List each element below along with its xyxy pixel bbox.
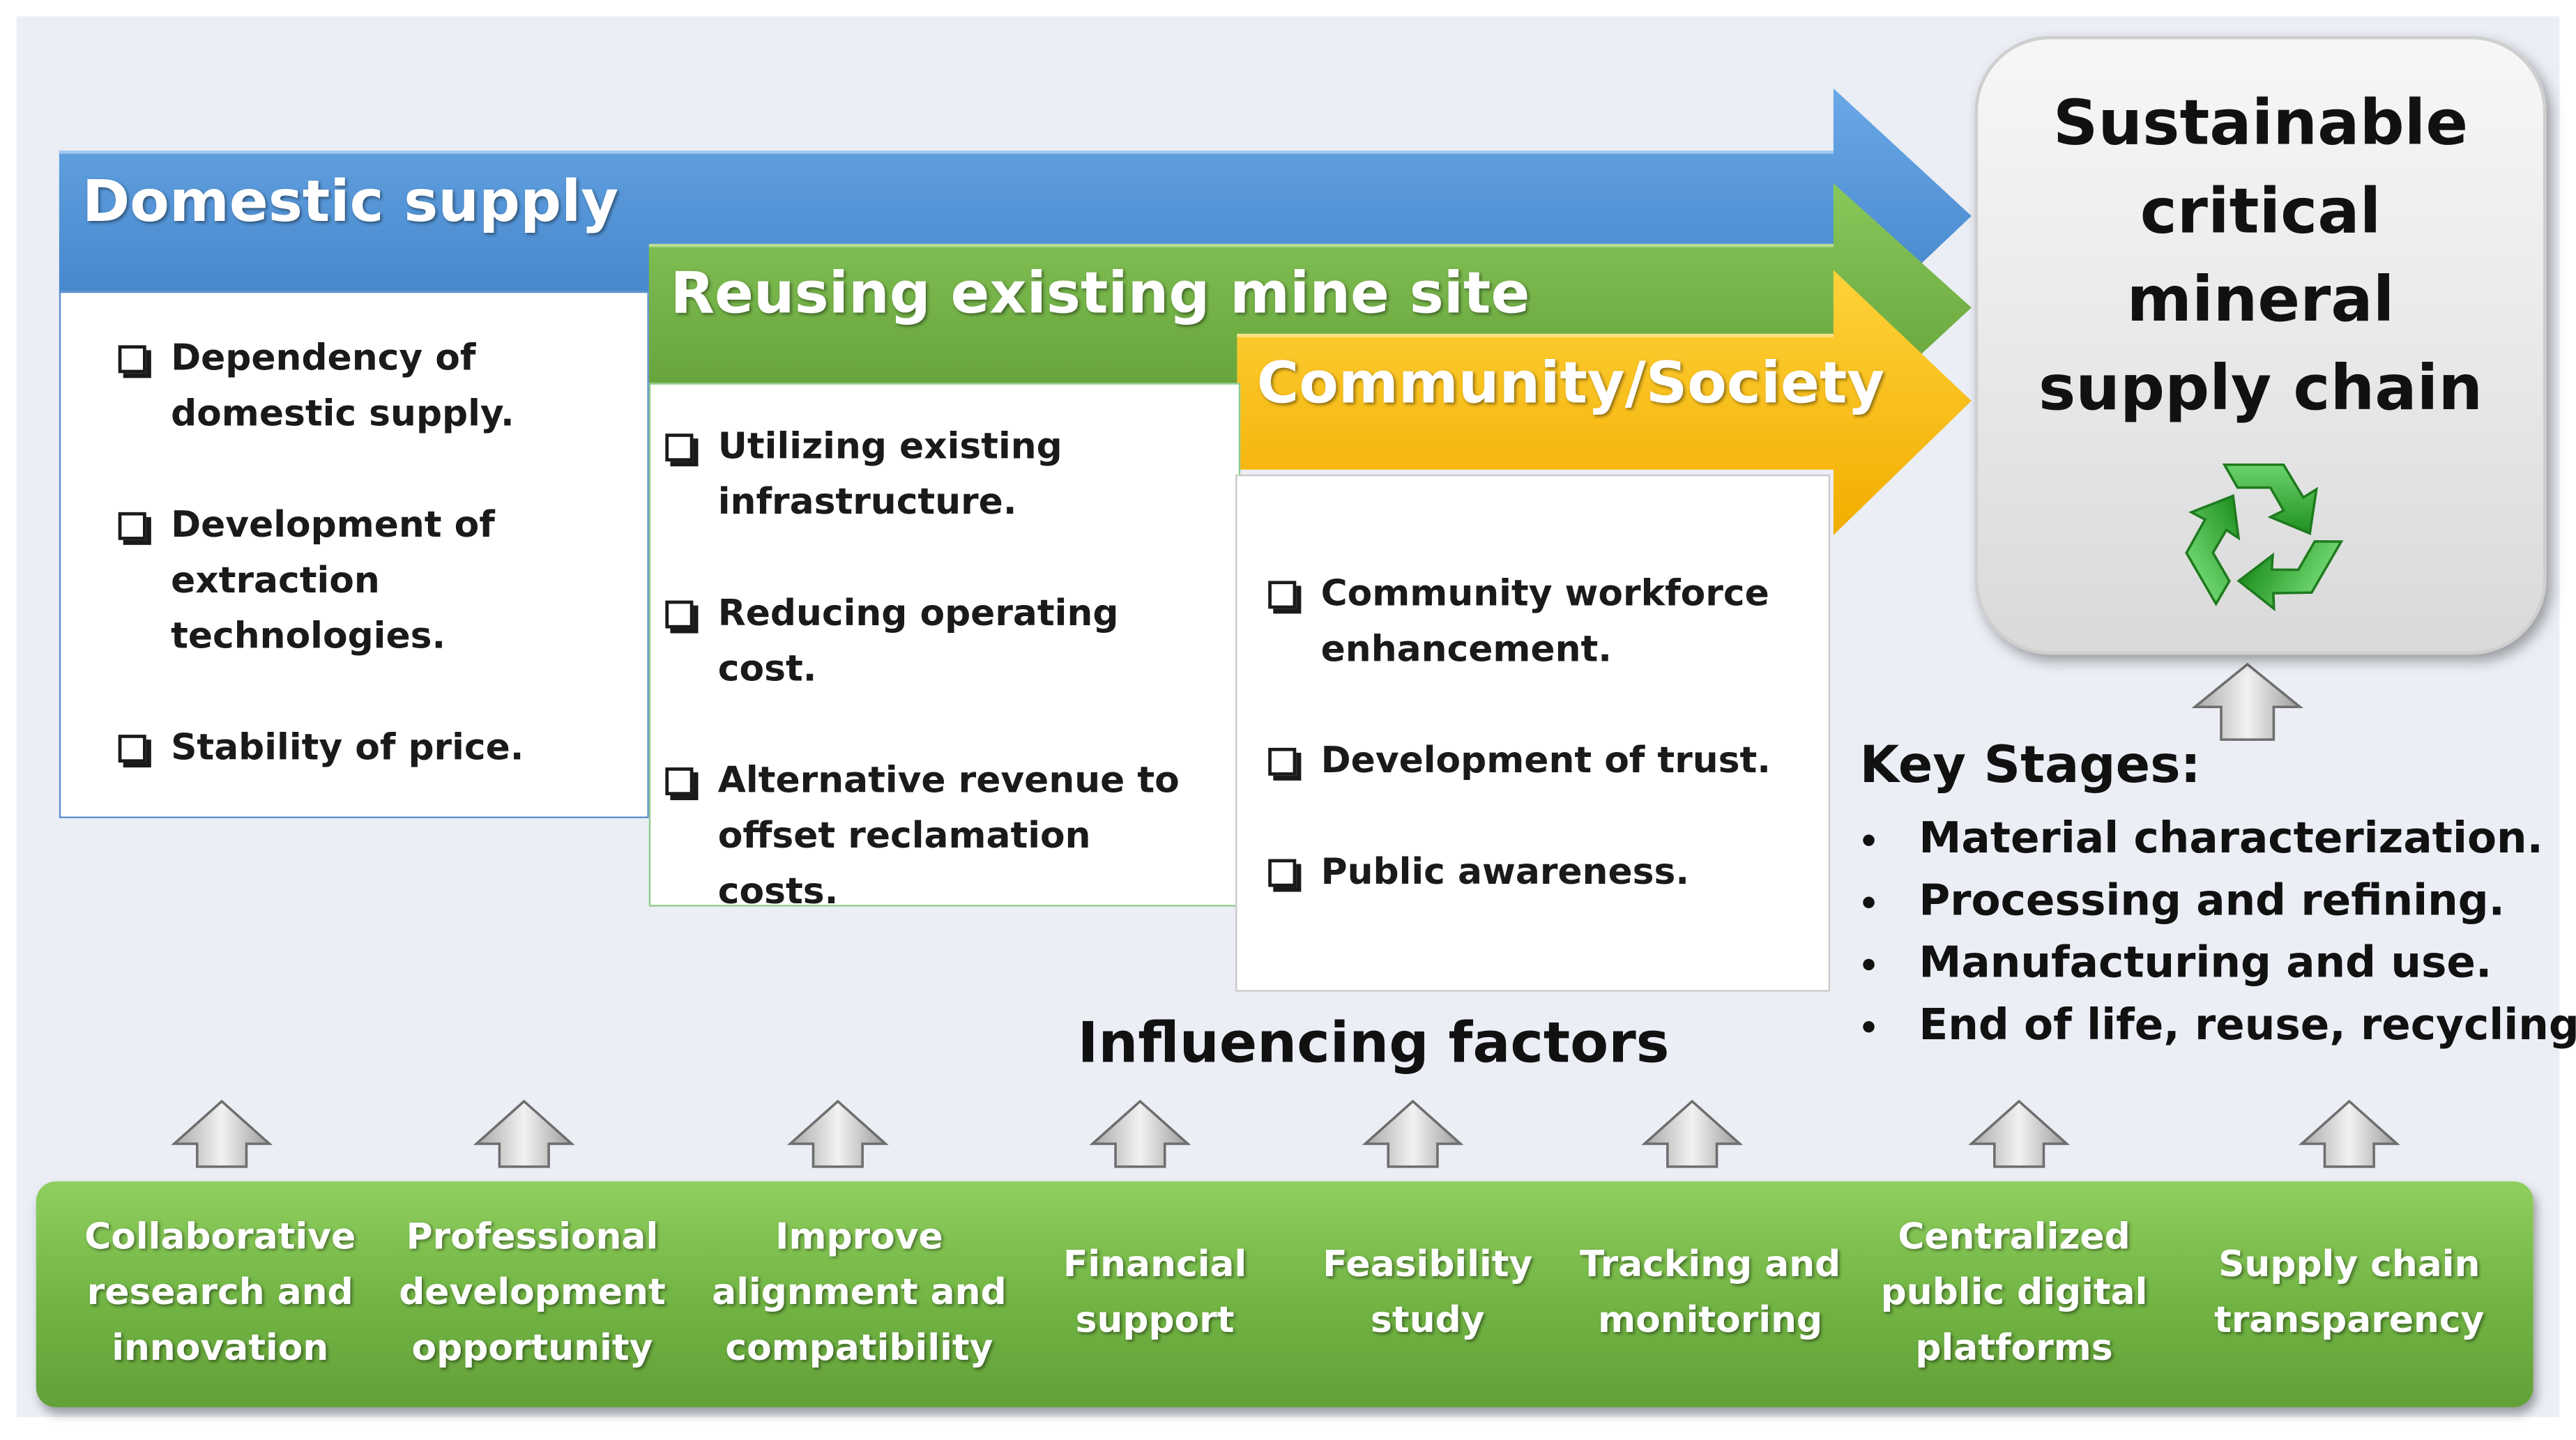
checkbox-icon [118, 512, 146, 540]
bullet-icon [1863, 896, 1875, 908]
reuse-mine-site-card: Utilizing existing infrastructure. Reduc… [648, 383, 1241, 913]
factor-item: Feasibility study [1323, 1245, 1533, 1342]
list-item: Dependency of domestic supply. [114, 332, 648, 444]
factor-item: Tracking and monitoring [1579, 1245, 1841, 1342]
bullet-icon [1863, 958, 1875, 971]
goal-box: Sustainable critical mineral supply chai… [1974, 36, 2547, 655]
checkbox-icon [118, 735, 146, 763]
domestic-supply-card: Dependency of domestic supply. Developme… [59, 291, 649, 818]
recycle-icon [2185, 463, 2344, 611]
list-item: Community workforce enhancement. [1263, 568, 1815, 680]
checkbox-icon [1268, 747, 1297, 776]
checkbox-icon [665, 600, 694, 629]
list-item: End of life, reuse, recycling. [1857, 995, 2576, 1057]
factor-item: Financial support [1062, 1245, 1247, 1342]
list-item: Development of trust. [1263, 735, 1815, 790]
factor-item: Supply chain transparency [2214, 1245, 2485, 1342]
list-item: Reducing operating cost. [660, 588, 1222, 699]
list-item: Stability of price. [114, 721, 648, 777]
up-arrow-icon [171, 1099, 273, 1168]
domestic-supply-title: Domestic supply [82, 170, 619, 236]
list-item: Development of extraction technologies. [114, 499, 648, 666]
checkbox-icon [118, 345, 146, 374]
checkbox-icon [665, 434, 694, 462]
up-arrow-icon [1641, 1099, 1744, 1168]
up-arrow-icon [473, 1099, 575, 1168]
goal-title: Sustainable critical mineral supply chai… [2038, 86, 2483, 424]
checkbox-icon [1268, 581, 1297, 609]
bullet-icon [1863, 834, 1875, 846]
key-stages-title: Key Stages: [1859, 736, 2201, 795]
list-item: Alternative revenue to offset reclamatio… [660, 754, 1222, 921]
up-arrow-icon [1968, 1099, 2071, 1168]
bullet-icon [1863, 1020, 1875, 1033]
up-arrow-icon [1362, 1099, 1464, 1168]
list-item: Material characterization. [1857, 809, 2576, 871]
reuse-mine-site-title: Reusing existing mine site [670, 261, 1530, 328]
factor-item: Collaborative research and innovation [84, 1217, 356, 1370]
factor-item: Improve alignment and compatibility [712, 1217, 1007, 1370]
checkbox-icon [1268, 859, 1297, 887]
list-item: Processing and refining. [1857, 871, 2576, 933]
up-arrow-icon [786, 1099, 889, 1168]
community-society-card: Community workforce enhancement. Develop… [1235, 474, 1831, 992]
community-society-arrow [1237, 270, 1972, 535]
factor-item: Professional development opportunity [399, 1217, 666, 1370]
list-item: Manufacturing and use. [1857, 933, 2576, 995]
list-item: Utilizing existing infrastructure. [660, 420, 1222, 532]
influencing-factors-title: Influencing factors [1077, 1011, 1670, 1077]
up-arrow-icon [1089, 1099, 1191, 1168]
checkbox-icon [665, 767, 694, 795]
key-stages-list: Material characterization. Processing an… [1857, 809, 2576, 1057]
list-item: Public awareness. [1263, 846, 1815, 902]
influencing-factors-bar: Collaborative research and innovation Pr… [36, 1181, 2533, 1408]
up-arrow-icon [2191, 662, 2304, 741]
factor-item: Centralized public digital platforms [1880, 1217, 2148, 1370]
up-arrow-icon [2298, 1099, 2400, 1168]
community-society-title: Community/Society [1256, 351, 1885, 418]
